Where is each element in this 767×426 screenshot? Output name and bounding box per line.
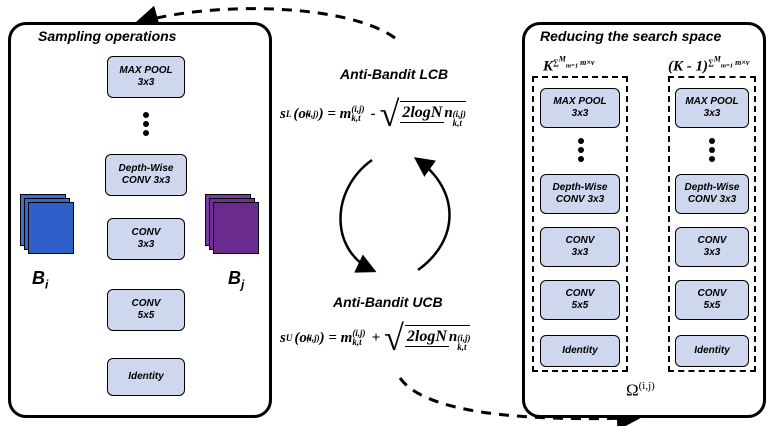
op-before-depthwise: Depth-Wise CONV 3x3 [540, 174, 620, 214]
op-after-conv-3x3-pruned: CONV 3x3 [675, 227, 749, 267]
top-dashed-curve [134, 5, 396, 40]
op-max-pool: MAX POOL 3x3 [107, 56, 185, 98]
ellipsis-dots-after [708, 138, 716, 165]
cycle-arc-left [339, 158, 377, 273]
op-identity: Identity [107, 358, 185, 396]
ops-column-after [668, 76, 756, 372]
op-before-conv-5x5: CONV 5x5 [540, 280, 620, 320]
omega-label: Ω(i,j) [626, 380, 655, 400]
ops-column-before [532, 76, 628, 372]
k-label: K∑Mm=1 m×v [543, 54, 595, 75]
op-before-conv-3x3: CONV 3x3 [540, 227, 620, 267]
op-after-max-pool: MAX POOL 3x3 [675, 88, 749, 128]
lcb-title: Anti-Bandit LCB [340, 66, 449, 82]
ellipsis-dots [142, 112, 150, 139]
op-conv-5x5: CONV 5x5 [107, 289, 185, 331]
cycle-arc-right [413, 157, 451, 272]
op-before-max-pool: MAX POOL 3x3 [540, 88, 620, 128]
reduce-panel-title: Reducing the search space [540, 28, 722, 44]
op-depthwise-conv: Depth-Wise CONV 3x3 [105, 154, 187, 196]
ucb-title: Anti-Bandit UCB [333, 294, 443, 310]
op-after-identity: Identity [675, 335, 749, 367]
op-before-identity: Identity [540, 335, 620, 367]
ellipsis-dots-before [577, 138, 585, 165]
bottom-dashed-curve [398, 377, 641, 426]
op-conv-3x3: CONV 3x3 [107, 218, 185, 260]
node-bj-label: Bj [228, 268, 245, 292]
k-minus-label: (K - 1)∑Mm=1 m×v [668, 54, 750, 75]
node-bi-label: Bi [32, 268, 49, 292]
op-after-depthwise: Depth-Wise CONV 3x3 [675, 174, 749, 214]
sampling-panel-title: Sampling operations [38, 28, 177, 44]
op-after-conv-5x5: CONV 5x5 [675, 280, 749, 320]
